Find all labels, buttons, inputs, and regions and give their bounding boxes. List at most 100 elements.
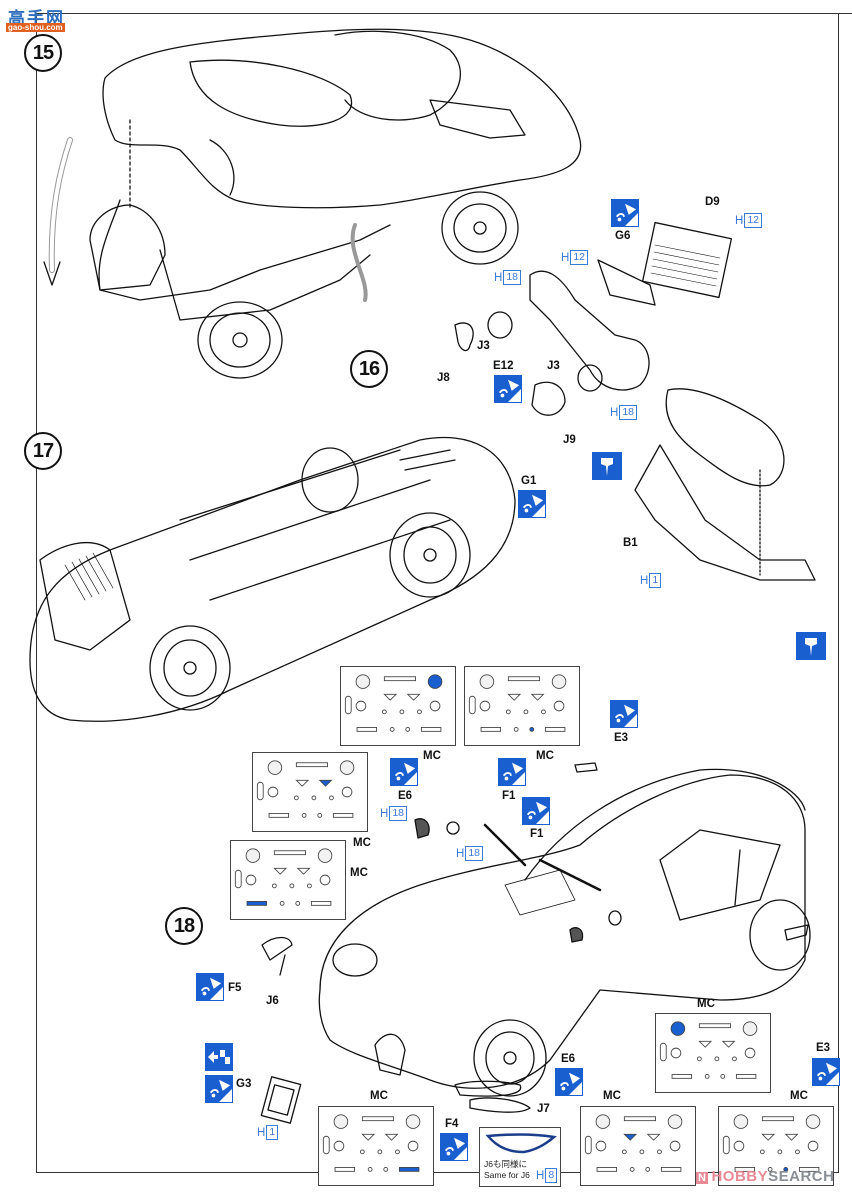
decal-dot: [359, 1149, 365, 1155]
cement-icon: [522, 797, 550, 825]
decal-sheet: [718, 1106, 834, 1186]
decal-tab: [584, 1135, 592, 1155]
part-label-mc: MC: [423, 750, 441, 762]
part-label-e6: E6: [561, 1053, 576, 1065]
decal-sheet: [580, 1106, 696, 1186]
cement-icon: [610, 700, 638, 728]
decal-dot: [704, 1074, 710, 1079]
decal-circle: [319, 874, 331, 886]
decal-triangle: [295, 779, 310, 787]
part-label-b1: B1: [623, 537, 638, 549]
decal-bar: [671, 1074, 692, 1079]
decal-circle: [341, 786, 353, 798]
decal-triangle: [383, 693, 398, 701]
decal-tab: [468, 695, 476, 715]
decal-sheet-diagram: [322, 1114, 421, 1172]
decal-dot: [383, 1167, 389, 1172]
decal-dot: [307, 883, 312, 889]
decal-tab: [344, 695, 352, 715]
page-border-bottom: [36, 1172, 839, 1173]
decal-triangle: [623, 1133, 638, 1141]
decal-circle: [805, 1114, 821, 1129]
decal-dot: [714, 1056, 720, 1062]
step18-car-front-illustration: [260, 762, 811, 1124]
watermark-brand-b: SEARCH: [768, 1168, 835, 1185]
paint-number: 18: [465, 846, 483, 861]
decal-bar: [623, 1116, 656, 1122]
paint-number: 1: [266, 1125, 279, 1140]
decal-dot: [377, 1149, 383, 1155]
step-number-16: 16: [350, 350, 388, 388]
decal-dot: [645, 1167, 651, 1172]
decal-sheet: [230, 840, 346, 920]
decal-dot: [293, 795, 299, 801]
optional-parts-icon: [205, 1043, 233, 1071]
paint-prefix: H: [640, 574, 649, 587]
part-label-f1: F1: [530, 828, 544, 840]
decal-circle: [667, 1114, 683, 1129]
decal-bar: [334, 1167, 355, 1172]
decal-sheet: [340, 666, 456, 746]
step-number-18: 18: [165, 907, 203, 945]
decal-circle: [551, 674, 567, 689]
part-label-mc: MC: [790, 1090, 808, 1102]
decal-circle: [405, 1114, 421, 1129]
decal-dot: [399, 709, 405, 715]
watermark-mark: N: [696, 1172, 709, 1184]
cement-icon: [205, 1075, 233, 1103]
cement-icon: [555, 1068, 583, 1096]
decal-dot: [783, 1167, 789, 1172]
part-label-j8: J8: [437, 372, 450, 384]
page-border-left: [36, 13, 37, 1173]
decal-circle: [267, 760, 283, 775]
decal-circle: [317, 848, 333, 863]
paint-number: 18: [503, 270, 521, 285]
paint-prefix: H: [257, 1126, 266, 1139]
decal-bar: [480, 727, 501, 732]
decal-circle: [245, 874, 257, 886]
decal-circle: [742, 1021, 758, 1036]
step16-grille-illustration: [454, 221, 816, 581]
decal-dot: [529, 727, 535, 732]
decal-sheet: [655, 1013, 771, 1093]
decal-triangle: [761, 1133, 776, 1141]
decal-circle: [670, 1047, 682, 1059]
decal-dot: [696, 1056, 702, 1062]
decal-bar: [596, 1167, 617, 1172]
decal-dot: [639, 1149, 645, 1155]
decal-bar: [332, 813, 354, 818]
paint-prefix: H: [456, 847, 465, 860]
decal-circle: [355, 674, 371, 689]
decal-circle: [479, 674, 495, 689]
cement-icon: [390, 758, 418, 786]
paint-prefix: H: [380, 807, 389, 820]
part-label-e3: E3: [816, 1042, 831, 1054]
decal-circle: [553, 700, 565, 712]
decal-bar: [660, 1167, 682, 1172]
decal-circle: [355, 700, 367, 712]
decal-circle: [479, 700, 491, 712]
part-label-f4: F4: [445, 1118, 459, 1130]
decal-circle: [427, 674, 443, 689]
site-logo: 高手网 gao-shou.com: [6, 4, 68, 34]
note-text-en: Same for J6: [484, 1170, 530, 1180]
part-label-j7: J7: [537, 1103, 550, 1115]
step17-car-underside-illustration: [29, 436, 516, 722]
paint-prefix: H: [536, 1169, 545, 1182]
decal-sheet-diagram: [584, 1114, 683, 1172]
part-label-f1: F1: [502, 790, 516, 802]
part-label-e6: E6: [398, 790, 413, 802]
decal-bar: [268, 813, 289, 818]
decal-circle: [744, 1047, 756, 1059]
cement-icon: [196, 973, 224, 1001]
decal-triangle: [646, 1133, 661, 1141]
part-label-mc: MC: [350, 867, 368, 879]
decal-circle: [333, 1114, 349, 1129]
decal-tab: [722, 1135, 730, 1155]
decal-circle: [733, 1114, 749, 1129]
